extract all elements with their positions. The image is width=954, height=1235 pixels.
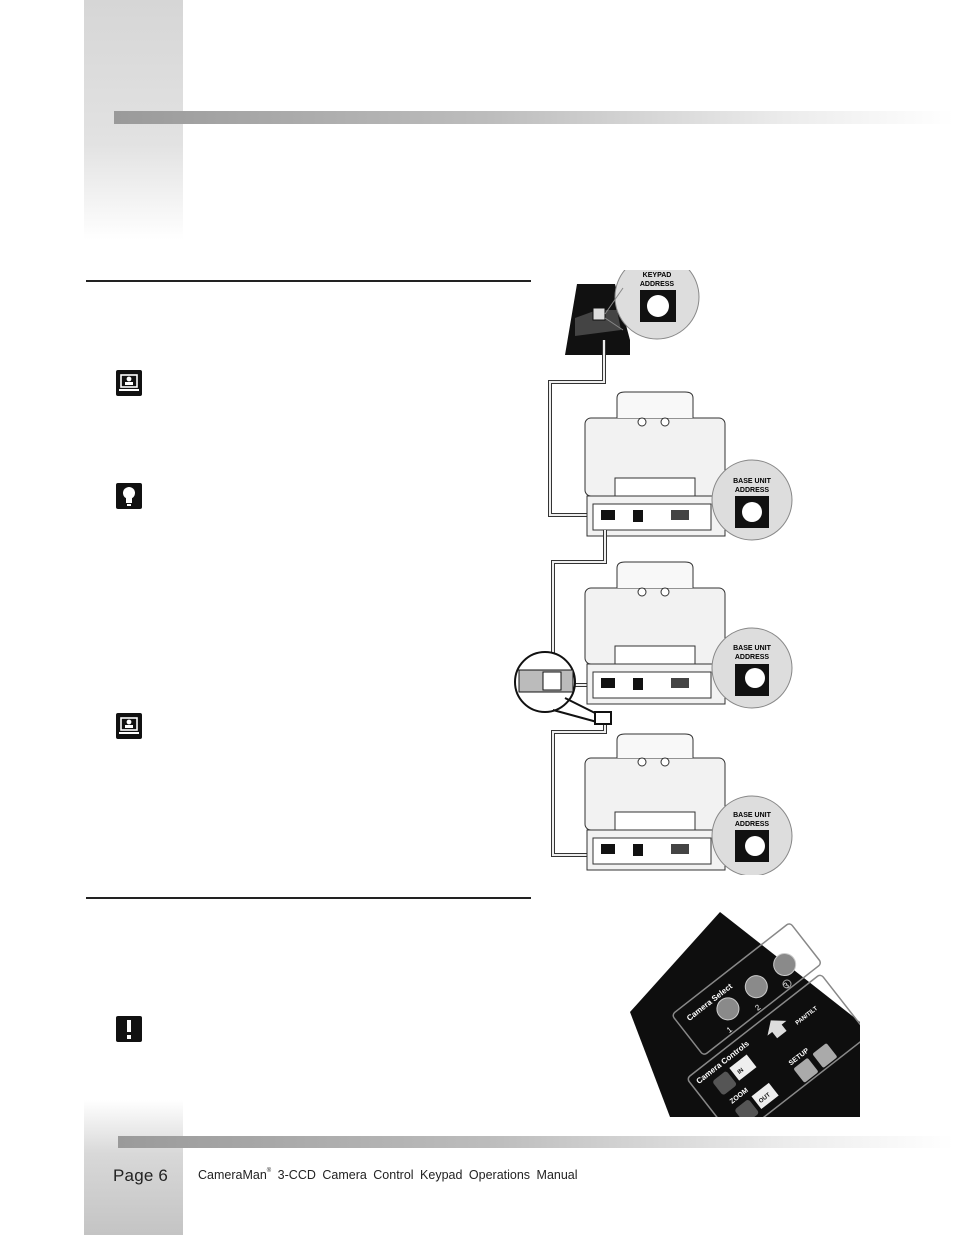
- camera-2-label: 2: [753, 1002, 762, 1012]
- base-unit-address-label-3: BASE UNIT: [733, 812, 771, 819]
- manual-title: CameraMan® 3-CCD Camera Control Keypad O…: [198, 1168, 578, 1182]
- manual-title-rest: 3-CCD Camera Control Keypad Operations M…: [271, 1168, 578, 1182]
- keypad-address-label-2: ADDRESS: [640, 281, 675, 288]
- camera-3-label: 3: [782, 980, 791, 990]
- brand-name: CameraMan: [198, 1168, 267, 1182]
- in-label: IN: [737, 1067, 745, 1075]
- note-icon: [116, 713, 142, 739]
- footer-gradient-bar: [118, 1136, 954, 1148]
- exclamation-icon: [116, 1016, 142, 1042]
- keypad-closeup-image: Camera Select 1 2 3 Camera Controls IN Z…: [630, 912, 860, 1117]
- note-icon: [116, 370, 142, 396]
- camera-1-label: 1: [725, 1025, 734, 1035]
- base-unit-address-label-2: BASE UNIT: [733, 645, 771, 652]
- base-unit-address-label-3b: ADDRESS: [735, 821, 770, 828]
- section-rule-top: [86, 280, 531, 282]
- daisy-chain-diagram: KEYPAD ADDRESS BASE UNIT ADDRESS B: [514, 270, 793, 875]
- base-unit-address-label-1b: ADDRESS: [735, 487, 770, 494]
- left-margin-band-bottom: [84, 1100, 183, 1235]
- base-unit-2: [584, 561, 726, 705]
- base-unit-address-label-2b: ADDRESS: [735, 654, 770, 661]
- section-rule-bottom: [86, 897, 531, 899]
- header-gradient-bar: [114, 111, 954, 124]
- keypad-address-label: KEYPAD: [643, 272, 672, 279]
- base-unit-1: [584, 391, 726, 537]
- page-number: Page 6: [113, 1166, 169, 1185]
- lightbulb-icon: [116, 483, 142, 509]
- base-unit-address-label-1: BASE UNIT: [733, 478, 771, 485]
- registered-mark: ®: [266, 1168, 272, 1174]
- base-unit-3: [584, 733, 726, 871]
